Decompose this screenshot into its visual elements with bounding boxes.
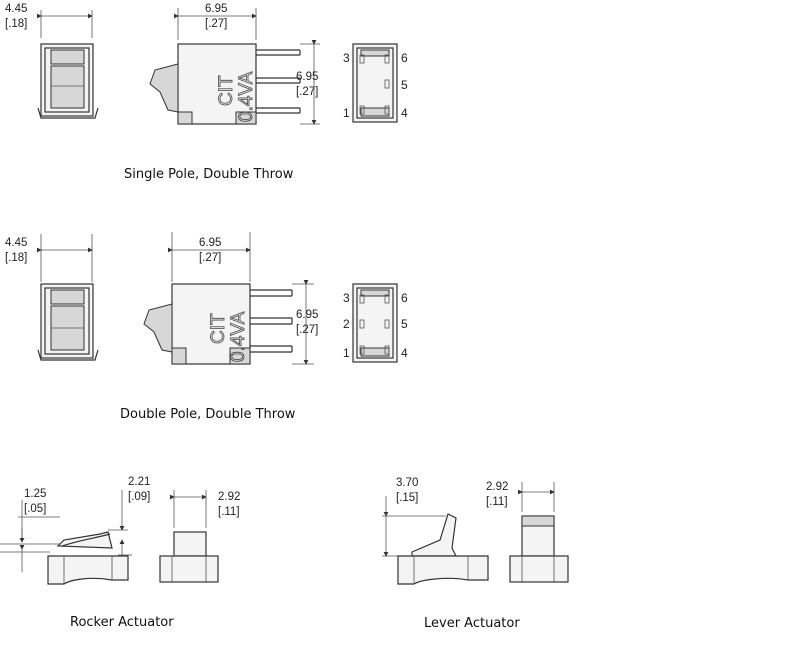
lever-caption: Lever Actuator xyxy=(424,616,520,631)
dpdt-pin-5: 5 xyxy=(401,317,408,331)
dpdt-front-view: 4.45 [.18] xyxy=(5,234,99,361)
lever-side-view: 3.70 [.15] xyxy=(382,477,489,585)
spdt-height-dim-in: [.27] xyxy=(296,86,318,98)
rocker-end-view: 2.92 [.11] xyxy=(159,490,240,583)
dpdt-pin-1: 1 xyxy=(343,346,350,360)
rocker-side-view: 1.25 [.05] 2.21 [.09] xyxy=(0,476,150,585)
spdt-pin-6: 6 xyxy=(401,51,408,65)
lever-end-view: 2.92 [.11] xyxy=(486,481,569,583)
lever-dim-a-in: [.15] xyxy=(396,492,418,504)
dpdt-width-dim-in: [.18] xyxy=(5,252,27,264)
spdt-pin-1: 1 xyxy=(343,106,350,120)
spdt-body-mark-cit: CIT xyxy=(216,75,237,106)
dpdt-pin-3: 3 xyxy=(343,291,350,305)
dpdt-caption: Double Pole, Double Throw xyxy=(120,407,296,422)
dpdt-height-dim: 6.95 xyxy=(296,309,318,321)
spdt-length-dim: 6.95 xyxy=(205,3,227,15)
spdt-pin-5: 5 xyxy=(401,78,408,92)
spdt-height-dim: 6.95 xyxy=(296,71,318,83)
rocker-caption: Rocker Actuator xyxy=(70,615,174,630)
dpdt-side-view: 6.95 [.27] CIT 0.4VA 6.95 [.27] xyxy=(143,232,318,365)
lever-dim-a: 3.70 xyxy=(396,477,418,489)
dpdt-body-mark-cit: CIT xyxy=(208,313,229,344)
dpdt-pin-6: 6 xyxy=(401,291,408,305)
spdt-caption: Single Pole, Double Throw xyxy=(124,167,294,182)
spdt-width-dim: 4.45 xyxy=(5,3,27,15)
rocker-dim-b: 2.21 xyxy=(128,476,150,488)
lever-dim-c-in: [.11] xyxy=(486,496,508,508)
dpdt-length-dim: 6.95 xyxy=(199,237,221,249)
dpdt-length-dim-in: [.27] xyxy=(199,252,221,264)
dpdt-body-mark-va: 0.4VA xyxy=(228,311,249,362)
spdt-pin-3: 3 xyxy=(343,51,350,65)
rocker-dim-b-in: [.09] xyxy=(128,491,150,503)
spdt-pin-4: 4 xyxy=(401,106,408,120)
spdt-width-dim-in: [.18] xyxy=(5,18,27,30)
spdt-body-mark-va: 0.4VA xyxy=(236,71,257,122)
rocker-dim-a-in: [.05] xyxy=(24,503,46,515)
rocker-dim-c: 2.92 xyxy=(218,491,240,503)
rocker-dim-a: 1.25 xyxy=(24,488,46,500)
dpdt-height-dim-in: [.27] xyxy=(296,324,318,336)
lever-dim-c: 2.92 xyxy=(486,481,508,493)
dpdt-pin-4: 4 xyxy=(401,346,408,360)
dpdt-width-dim: 4.45 xyxy=(5,237,27,249)
dpdt-pin-2: 2 xyxy=(343,317,350,331)
spdt-length-dim-in: [.27] xyxy=(205,18,227,30)
spdt-front-view: 4.45 [.18] xyxy=(5,3,99,119)
spdt-side-view: 6.95 [.27] CIT 0.4VA 6.95 [.27] xyxy=(149,3,320,125)
rocker-dim-c-in: [.11] xyxy=(218,506,240,518)
spdt-pin-view: 3 6 5 1 4 xyxy=(343,43,408,123)
dpdt-pin-view: 3 6 2 5 1 4 xyxy=(343,283,408,363)
